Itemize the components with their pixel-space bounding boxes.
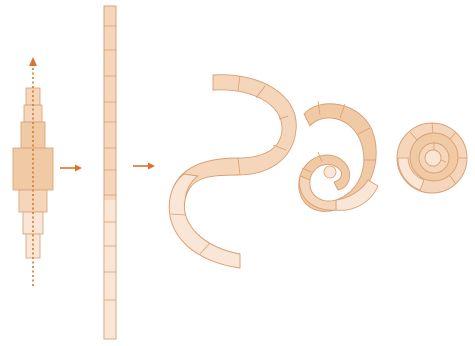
arrow-right-icon xyxy=(60,165,82,172)
middle-spiral-core xyxy=(324,166,336,178)
stack-block xyxy=(21,122,45,148)
axis-arrowhead-icon xyxy=(29,57,37,66)
strip-fade xyxy=(104,200,116,339)
straight-strip-panel xyxy=(104,6,116,339)
stacked-blocks-panel xyxy=(13,57,53,286)
s-curl-light xyxy=(169,174,240,268)
arrow-right-icon xyxy=(133,163,155,170)
spiral-core xyxy=(425,150,441,166)
right-spiral-strip xyxy=(397,123,467,193)
curled-strips-panel xyxy=(169,75,467,268)
s-curl-strip xyxy=(169,75,296,268)
middle-spiral-lower xyxy=(299,176,336,210)
middle-spiral-strip xyxy=(299,101,378,211)
